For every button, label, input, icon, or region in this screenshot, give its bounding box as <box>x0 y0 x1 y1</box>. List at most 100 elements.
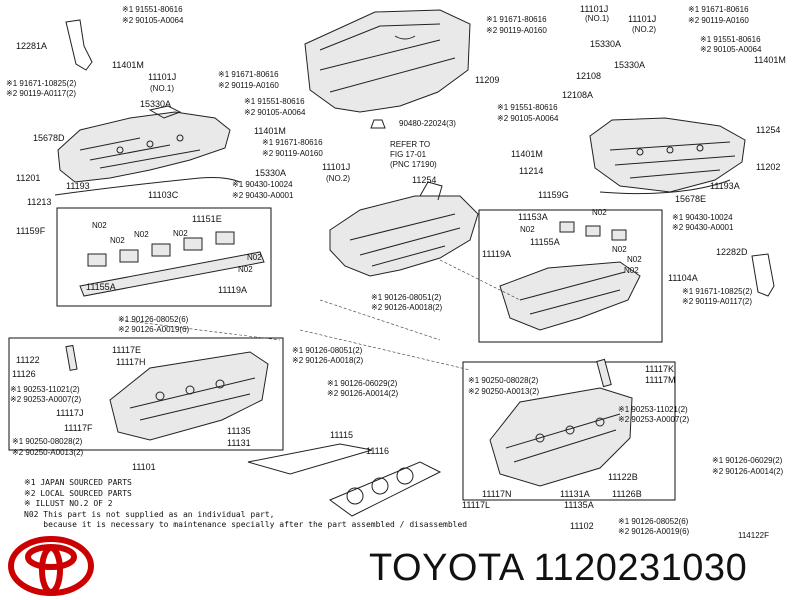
part-label-s1-90126-08051-l: ※1 90126-08051(2) <box>292 346 363 355</box>
left-head-box <box>8 337 284 451</box>
part-label-l11254-m: 11254 <box>412 175 436 185</box>
part-label-s1-91551-80616-m: ※1 91551-80616 <box>244 97 305 106</box>
part-label-n02-3: N02 <box>134 230 149 239</box>
part-label-s2-90253-A0007-l: ※2 90253-A0007(2) <box>10 395 82 404</box>
part-label-n02-2: N02 <box>110 236 125 245</box>
head-gasket-11115 <box>247 443 373 475</box>
part-label-refer1: REFER TO <box>390 140 430 149</box>
head-gasket-11116 <box>328 461 442 517</box>
part-label-l11209: 11209 <box>475 75 499 85</box>
part-label-l11155A-l: 11155A <box>86 282 116 292</box>
part-label-s1-91671-10825-l: ※1 91671-10825(2) <box>6 79 77 88</box>
part-label-s2-90105-A0064-tr: ※2 90105-A0064 <box>700 45 762 54</box>
part-label-l12282D: 12282D <box>716 247 748 257</box>
note-local-sourced: ※2 LOCAL SOURCED PARTS <box>24 488 132 498</box>
part-label-s2-90119-A0160-tr2: ※2 90119-A0160 <box>688 16 749 25</box>
part-label-s1-91551-80616-tr: ※1 91551-80616 <box>700 35 761 44</box>
right-camshaft-box <box>478 209 663 343</box>
part-label-l11193A: 11193A <box>710 181 740 191</box>
part-label-l15330A-tr: 15330A <box>590 39 621 49</box>
part-label-l11131A: 11131A <box>560 489 590 499</box>
right-head-box <box>462 361 676 501</box>
part-label-l11193: 11193 <box>66 181 90 191</box>
part-label-s1-90250-08028-r: ※1 90250-08028(2) <box>468 376 539 385</box>
part-label-s1-91671-80616-m2: ※1 91671-80616 <box>262 138 323 147</box>
part-label-l11117M: 11117M <box>645 375 676 385</box>
figure-code: 114122F <box>738 531 769 540</box>
gasket-11213 <box>54 177 241 196</box>
part-label-n02-4: N02 <box>173 229 188 238</box>
plug-tube-11122B <box>596 358 612 388</box>
part-label-l11117E: 11117E <box>112 345 141 355</box>
part-label-n02-1: N02 <box>92 221 107 230</box>
part-label-l11117N: 11117N <box>482 489 512 499</box>
bracket-12282D <box>751 253 775 297</box>
part-label-l11126: 11126 <box>12 369 36 379</box>
part-label-n02-r3: N02 <box>612 245 627 254</box>
part-label-l11102: 11102 <box>570 521 594 531</box>
part-label-s2-90105-A0064-tr2: ※2 90105-A0064 <box>497 114 559 123</box>
toyota-logo-icon <box>8 536 94 596</box>
part-label-s2-90119-A0117-r: ※2 90119-A0117(2) <box>682 297 752 306</box>
part-label-s1-91671-80616-tr2: ※1 91671-80616 <box>688 5 749 14</box>
intake-manifold <box>329 181 479 277</box>
part-label-l15330A-m: 15330A <box>255 168 286 178</box>
part-label-l11153A: 11153A <box>518 212 548 222</box>
part-label-no2-b: (NO.2) <box>632 25 656 34</box>
part-label-l11117J: 11117J <box>56 408 84 418</box>
part-label-l11401M-tr2: 11401M <box>511 149 543 159</box>
part-label-n02-5: N02 <box>247 253 262 262</box>
part-label-s2-90126-A0018-m: ※2 90126-A0018(2) <box>371 303 443 312</box>
right-cylinder-head-11102 <box>489 387 633 487</box>
left-cylinder-head-cover-11201 <box>57 105 231 183</box>
right-cylinder-head-cover-11202 <box>589 117 746 193</box>
part-label-n02-r1: N02 <box>592 208 607 217</box>
note-japan-sourced: ※1 JAPAN SOURCED PARTS <box>24 478 132 487</box>
part-label-l11135A: 11135A <box>564 500 594 510</box>
part-label-s1-90250-08028-l: ※1 90250-08028(2) <box>12 437 83 446</box>
part-label-s2-90105-A0064-tl: ※2 90105-A0064 <box>122 16 184 25</box>
part-label-l11201: 11201 <box>16 173 40 183</box>
part-label-s2-90126-A0018-l: ※2 90126-A0018(2) <box>292 356 364 365</box>
part-labels: 12281A※1 91551-80616※2 90105-A006411401M… <box>6 4 786 536</box>
part-label-s1-90430-10024-r: ※1 90430-10024 <box>672 213 733 222</box>
part-label-s1-91551-80616-tl: ※1 91551-80616 <box>122 5 183 14</box>
left-cylinder-head-11101 <box>109 351 269 441</box>
part-label-l15678D: 15678D <box>33 133 65 143</box>
part-label-s2-90250-A0013-r: ※2 90250-A0013(2) <box>468 387 540 396</box>
part-label-l11119A-l: 11119A <box>218 285 247 295</box>
part-label-s1-91671-80616-m: ※1 91671-80616 <box>218 70 279 79</box>
part-label-l12108A: 12108A <box>562 90 593 100</box>
part-label-l15678E: 15678E <box>675 194 706 204</box>
part-label-l11117K: 11117K <box>645 364 674 374</box>
part-label-s1-90126-08051-m: ※1 90126-08051(2) <box>371 293 442 302</box>
part-label-l11254-tr: 11254 <box>756 125 780 135</box>
part-label-s1-91671-10825-r: ※1 91671-10825(2) <box>682 287 753 296</box>
left-camshaft-assembly <box>79 231 265 297</box>
part-label-l11117F: 11117F <box>64 423 93 433</box>
part-label-l11122: 11122 <box>16 355 40 365</box>
part-label-refer2: FIG 17-01 <box>390 150 427 159</box>
part-label-n02-r5: N02 <box>624 266 639 275</box>
part-label-s1-90253-11021-l: ※1 90253-11021(2) <box>10 385 80 394</box>
grommet-90480 <box>370 119 386 129</box>
part-label-s1-90430-10024-l: ※1 90430-10024 <box>232 180 293 189</box>
part-label-no1-a: (NO.1) <box>150 84 174 93</box>
part-label-n02-r2: N02 <box>520 225 535 234</box>
part-label-l11101J-tr2: 11101J <box>628 14 656 24</box>
part-label-s2-90105-A0064-m: ※2 90105-A0064 <box>244 108 306 117</box>
part-label-s1-91551-80616-tr2: ※1 91551-80616 <box>497 103 558 112</box>
note-n02-definition: N02 This part is not supplied as an indi… <box>24 509 275 519</box>
part-label-l11101J-1: 11101J <box>148 72 176 82</box>
right-camshaft-assembly <box>499 221 641 331</box>
part-label-l11401M-tr: 11401M <box>754 55 786 65</box>
bracket-12281A <box>65 19 93 71</box>
part-label-s2-90126-A0019-l: ※2 90126-A0019(6) <box>118 325 190 334</box>
part-label-s1-90126-06029-r: ※1 90126-06029(2) <box>712 456 783 465</box>
part-label-n02-6: N02 <box>238 265 253 274</box>
part-label-s2-90126-A0014-r: ※2 90126-A0014(2) <box>712 467 784 476</box>
part-label-s2-90119-A0160-tr: ※2 90119-A0160 <box>486 26 547 35</box>
part-label-l11117H: 11117H <box>116 357 146 367</box>
part-label-l11117L: 11117L <box>462 500 490 510</box>
